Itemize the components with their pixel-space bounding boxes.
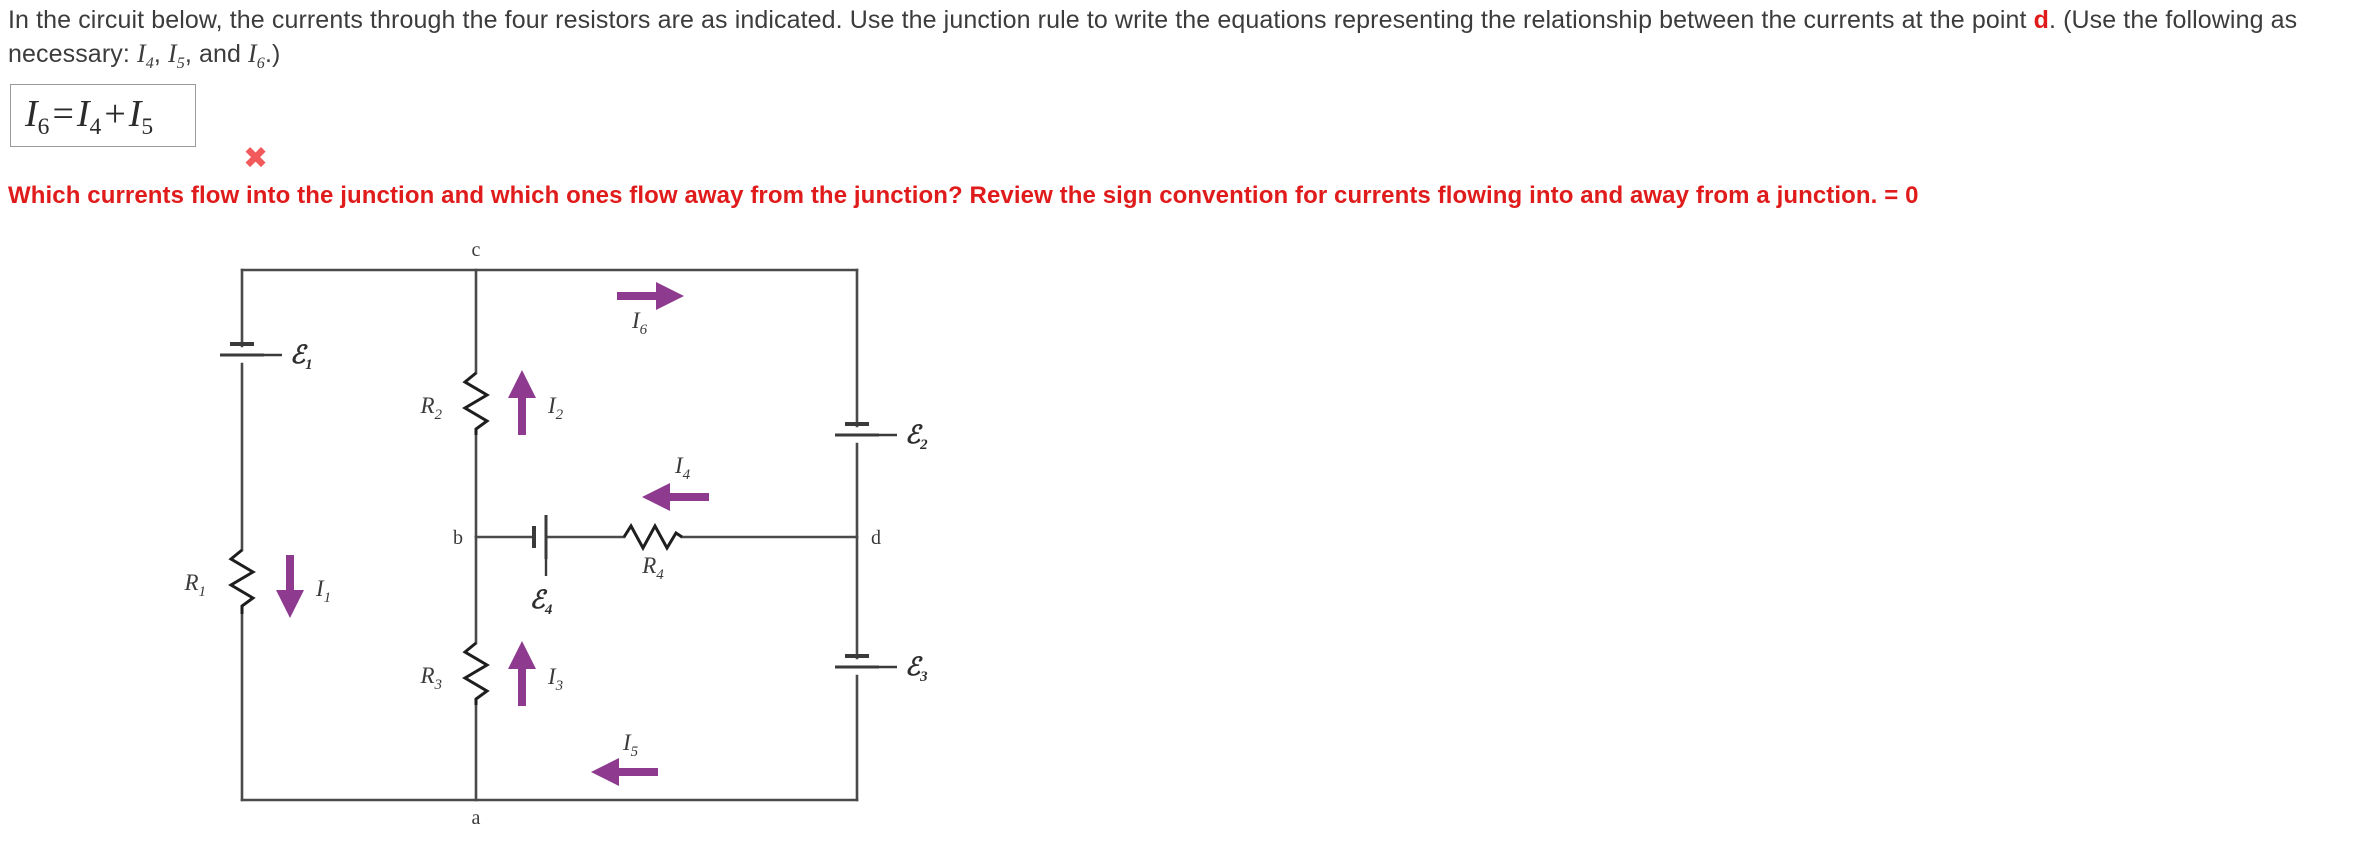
node-label-d: d — [871, 527, 881, 549]
question-symbol-2: I5 — [167, 39, 185, 72]
battery-E2: ℰ2 — [835, 422, 928, 453]
answer-term2-sub: 5 — [141, 114, 154, 141]
question-text-part3: .) — [264, 40, 281, 69]
node-label-b: b — [453, 527, 463, 549]
answer-lhs-sub: 6 — [37, 114, 50, 141]
answer-lhs-symbol: I — [25, 93, 38, 135]
battery-E4: ℰ4 — [530, 515, 553, 618]
current-I1-label: I1 — [315, 576, 331, 606]
feedback-message: Which currents flow into the junction an… — [8, 182, 1919, 209]
resistor-R4-zigzag — [622, 522, 683, 552]
resistor-R2-label: R2 — [419, 393, 442, 423]
answer-term1-symbol: I — [76, 93, 90, 135]
current-I6-label: I6 — [631, 308, 648, 338]
answer-term1-sub: 4 — [89, 114, 102, 141]
resistor-R1-label: R1 — [183, 570, 206, 600]
current-I1-head — [276, 590, 304, 618]
current-arrow-I2: I2 — [508, 370, 564, 435]
emf-E3-label: ℰ3 — [905, 654, 928, 685]
symbol-3-sub: 6 — [256, 55, 265, 73]
symbol-sep-1: , — [153, 40, 168, 69]
circuit-wires — [240, 268, 859, 802]
answer-expression: I6=I4+I5 — [25, 92, 153, 141]
answer-plus-op: + — [104, 93, 126, 135]
current-I2-head — [508, 370, 536, 398]
resistor-R1: R1 — [183, 548, 256, 614]
current-I3-label: I3 — [547, 664, 563, 694]
resistor-R2-zigzag — [462, 371, 490, 435]
question-text-part2: . (Use the following as necessary: — [8, 6, 2298, 69]
battery-E1: ℰ1 — [220, 342, 313, 373]
resistor-R3-zigzag — [462, 641, 490, 705]
current-I4-label: I4 — [674, 453, 691, 483]
node-label-a: a — [472, 807, 481, 828]
answer-term2-symbol: I — [128, 93, 142, 135]
resistor-R4-label: R4 — [641, 553, 664, 583]
current-arrow-I4: I4 — [642, 453, 709, 511]
question-symbol-3: I6 — [248, 39, 265, 72]
emf-E2-label: ℰ2 — [905, 422, 928, 453]
node-label-c: c — [472, 239, 481, 261]
resistor-R3-label: R3 — [419, 663, 442, 693]
current-I2-label: I2 — [547, 393, 564, 423]
answer-input-box[interactable]: I6=I4+I5 — [10, 84, 196, 147]
symbol-sep-2: , and — [184, 40, 249, 69]
symbol-1-sub: 4 — [145, 55, 154, 73]
current-arrow-I5: I5 — [591, 730, 658, 786]
symbol-2-base: I — [167, 39, 177, 69]
current-I6-head — [656, 282, 684, 310]
current-arrow-I3: I3 — [508, 641, 563, 706]
symbol-2-sub: 5 — [176, 55, 185, 73]
resistor-R1-zigzag — [228, 548, 256, 614]
incorrect-x-icon: ✖ — [243, 141, 269, 176]
current-I4-head — [642, 483, 670, 511]
emf-E1-label: ℰ1 — [290, 342, 313, 373]
circuit-figure: R1 R2 R3 R4 — [150, 228, 970, 828]
answer-equals-op: = — [52, 93, 74, 135]
battery-E3: ℰ3 — [835, 654, 928, 685]
resistor-R2: R2 — [419, 371, 490, 435]
current-arrow-I6: I6 — [617, 282, 684, 338]
symbol-1-base: I — [136, 39, 146, 69]
current-arrow-I1: I1 — [276, 555, 331, 618]
emf-E4-label: ℰ4 — [530, 587, 553, 618]
symbol-3-base: I — [248, 39, 257, 69]
current-I3-head — [508, 641, 536, 669]
question-node-highlight: d — [2033, 6, 2049, 34]
question-symbol-1: I4 — [136, 39, 154, 72]
circuit-svg: R1 R2 R3 R4 — [183, 239, 928, 828]
current-I5-label: I5 — [622, 730, 639, 760]
question-prompt: In the circuit below, the currents throu… — [8, 4, 2348, 75]
question-text-part1: In the circuit below, the currents throu… — [8, 6, 2034, 34]
current-I5-head — [591, 758, 619, 786]
resistor-R3: R3 — [419, 641, 490, 705]
resistor-R4: R4 — [622, 522, 683, 583]
